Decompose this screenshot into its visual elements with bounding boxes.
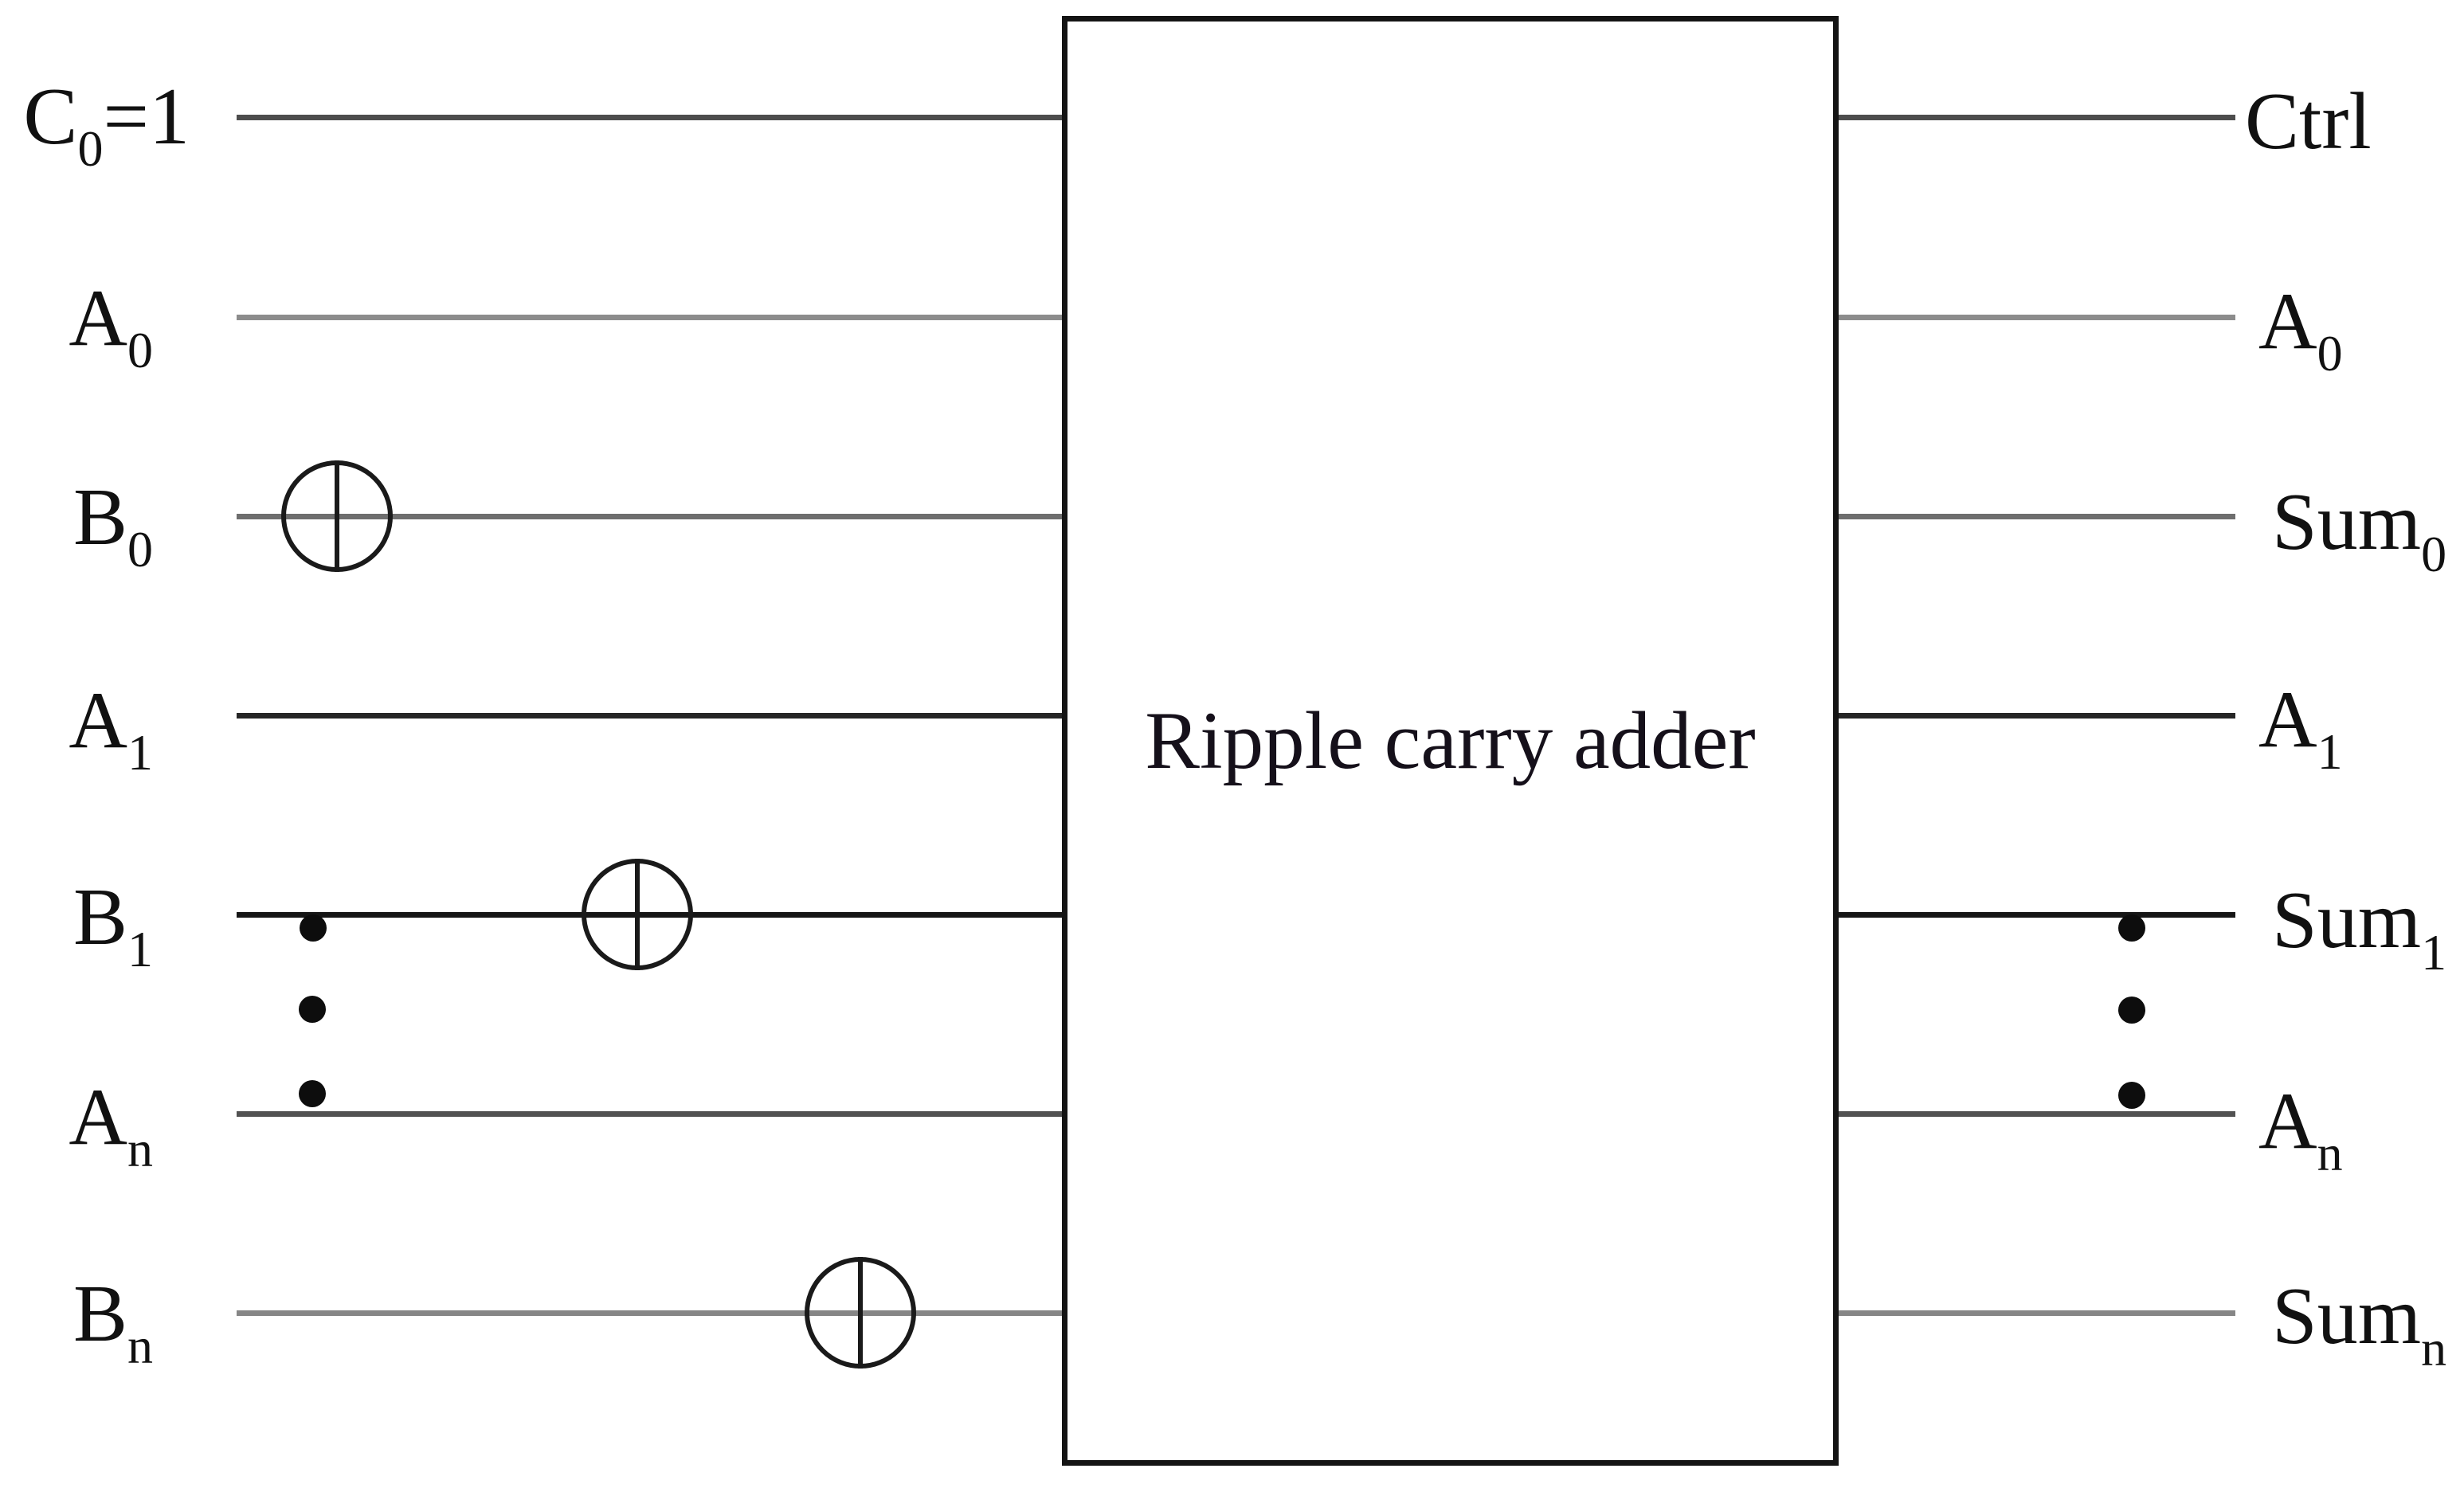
xor-gate-vertical-line	[635, 859, 640, 970]
label-main: Sum	[2272, 477, 2422, 567]
label-sub: 0	[2317, 325, 2343, 382]
label-main: B	[72, 472, 127, 562]
label-main: A	[69, 675, 127, 766]
label-sub: n	[2421, 1320, 2447, 1376]
label-sub: 1	[127, 724, 153, 781]
label-sum1: Sum1	[2272, 880, 2446, 981]
label-main: A	[69, 273, 127, 363]
wire-a0-right	[1833, 315, 2235, 320]
label-sub: 1	[127, 921, 153, 977]
ellipsis-dot	[2118, 997, 2145, 1024]
label-sub: 0	[127, 521, 153, 578]
xor-gate-b0-icon	[281, 460, 393, 572]
label-sub: 1	[2421, 924, 2447, 981]
label-main: Sum	[2272, 875, 2422, 965]
xor-gate-b1-icon	[582, 859, 693, 970]
wire-c0-left	[237, 115, 1064, 120]
wire-bn-left	[237, 1310, 1064, 1316]
label-b0: B0	[73, 477, 153, 578]
label-main: A	[2258, 675, 2317, 765]
ellipsis-dot	[299, 1080, 326, 1107]
label-main: A	[69, 1072, 127, 1162]
label-sub: n	[127, 1318, 153, 1374]
wire-a0-left	[237, 315, 1064, 320]
label-an-right: An	[2258, 1081, 2343, 1182]
xor-gate-bn-icon	[805, 1257, 916, 1369]
label-main: A	[2258, 1076, 2317, 1166]
label-sub: 0	[127, 322, 153, 378]
label-c0: C0=1	[23, 76, 190, 178]
label-bn: Bn	[73, 1274, 153, 1375]
label-sub: 0	[77, 120, 104, 177]
label-sub: n	[2317, 1125, 2343, 1181]
adder-box-title: Ripple carry adder	[1145, 695, 1756, 786]
label-main: A	[2258, 276, 2317, 366]
wire-an-left	[237, 1111, 1064, 1117]
label-main: B	[72, 872, 127, 962]
label-sumn: Sumn	[2272, 1276, 2446, 1377]
label-a0-left: A0	[69, 278, 153, 379]
wire-an-right	[1833, 1111, 2235, 1117]
wire-a1-right	[1833, 713, 2235, 719]
label-main: C	[23, 72, 78, 162]
label-sub: n	[127, 1121, 153, 1177]
label-main: Sum	[2272, 1271, 2422, 1361]
label-an-left: An	[69, 1077, 153, 1178]
wire-c0-right	[1833, 115, 2235, 120]
ellipsis-dot	[300, 914, 327, 942]
ellipsis-dot	[2118, 1082, 2145, 1109]
label-b1: B1	[73, 877, 153, 978]
ripple-carry-adder-box: Ripple carry adder	[1062, 16, 1839, 1466]
label-main: B	[72, 1269, 127, 1359]
label-sum0: Sum0	[2272, 482, 2446, 583]
label-main: Ctrl	[2245, 76, 2372, 166]
wire-bn-right	[1833, 1310, 2235, 1316]
ellipsis-dot	[2118, 914, 2145, 942]
label-ctrl: Ctrl	[2245, 81, 2372, 163]
label-sub: 1	[2317, 723, 2343, 780]
label-a1-left: A1	[69, 680, 153, 781]
wire-b1-right	[1833, 912, 2235, 918]
wire-b0-right	[1833, 514, 2235, 519]
label-a0-right: A0	[2258, 281, 2343, 382]
xor-gate-vertical-line	[858, 1257, 863, 1369]
xor-gate-vertical-line	[335, 460, 339, 572]
ellipsis-dot	[299, 996, 326, 1023]
wire-a1-left	[237, 713, 1064, 719]
label-suffix: =1	[103, 72, 190, 162]
wire-b0-left	[237, 514, 1064, 519]
label-a1-right: A1	[2258, 679, 2343, 781]
label-sub: 0	[2421, 526, 2447, 582]
